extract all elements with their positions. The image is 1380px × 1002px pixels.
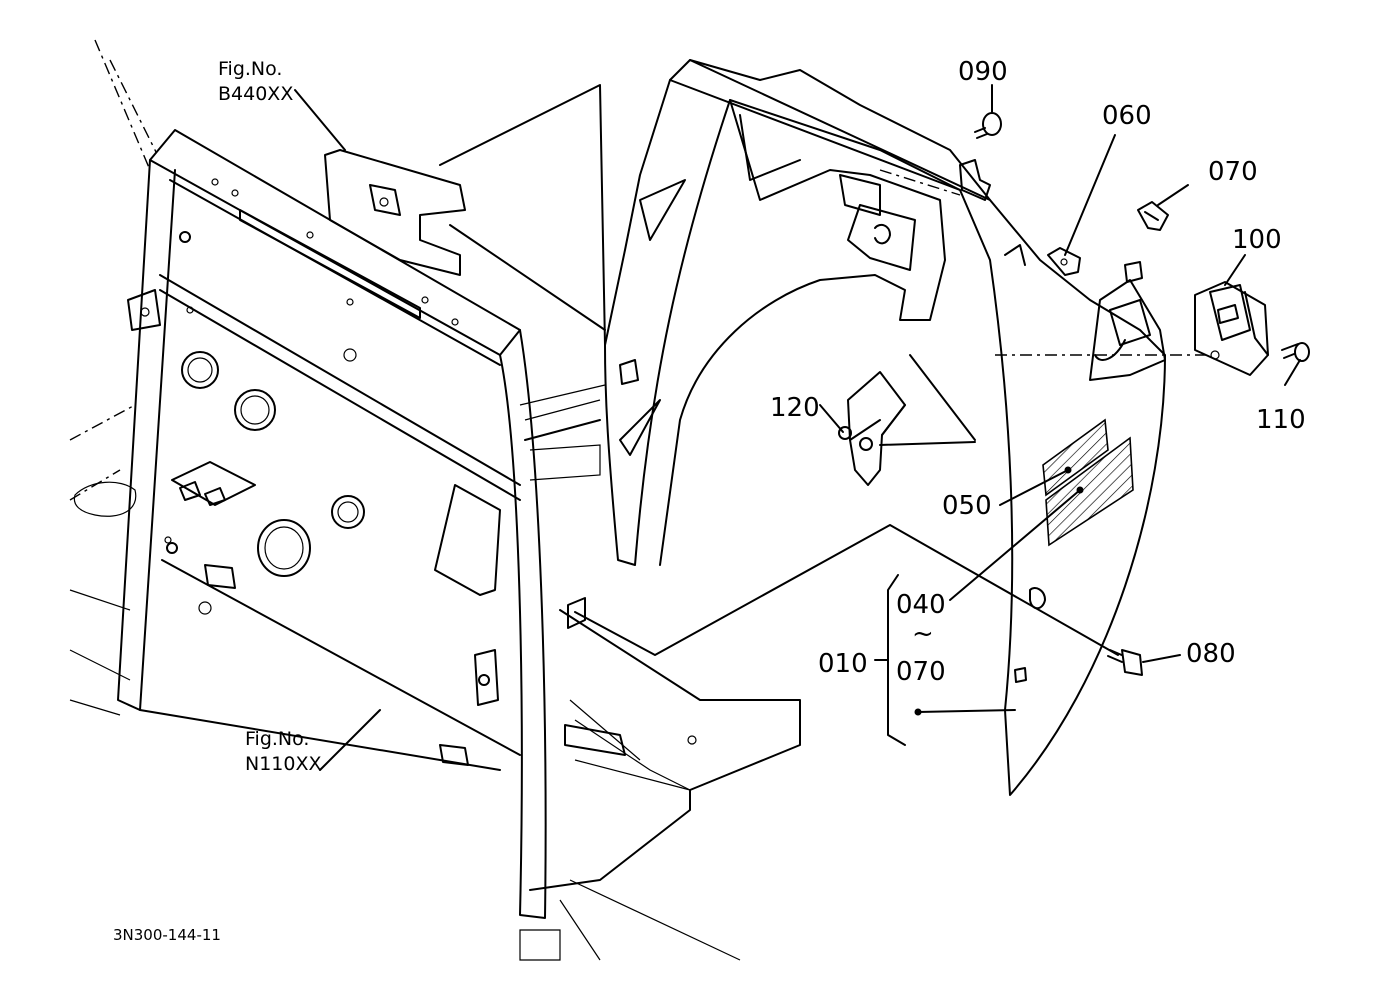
bolt-090 <box>974 112 1002 139</box>
nut-060 <box>1047 247 1081 276</box>
screw-110 <box>1281 342 1310 362</box>
front-cover <box>604 59 1215 796</box>
callout-070: 070 <box>1208 157 1258 187</box>
decal-label-lower <box>1045 436 1134 547</box>
callout-090: 090 <box>958 57 1008 87</box>
callout-060: 060 <box>1102 101 1152 131</box>
callout-050: 050 <box>942 491 992 521</box>
callout-040: 040 <box>896 590 946 620</box>
figure-ref-b440: Fig.No. B440XX <box>218 58 293 105</box>
figure-ref-b440-line2: B440XX <box>218 83 293 105</box>
figure-ref-n110: Fig.No. N110XX <box>245 728 322 775</box>
callout-110: 110 <box>1256 405 1306 435</box>
rear-panel <box>117 129 586 919</box>
decal-label-upper <box>1042 418 1109 497</box>
handle-100 <box>1194 281 1269 376</box>
drawing-code: 3N300-144-11 <box>113 926 221 944</box>
leader-lines <box>294 84 1301 771</box>
range-symbol: ~ <box>912 619 934 649</box>
callout-100: 100 <box>1232 225 1282 255</box>
chassis-frame <box>69 39 801 961</box>
callout-120: 120 <box>770 393 820 423</box>
callout-070-range: 070 <box>896 657 946 687</box>
figure-ref-n110-line2: N110XX <box>245 753 322 775</box>
callout-080: 080 <box>1186 639 1236 669</box>
decal-labels <box>1042 418 1134 547</box>
callout-010: 010 <box>818 649 868 679</box>
bolt-080 <box>1107 649 1143 676</box>
figure-ref-n110-line1: Fig.No. <box>245 728 309 750</box>
bracket-120 <box>838 371 976 486</box>
clip-070 <box>1137 201 1169 231</box>
figure-ref-b440-line1: Fig.No. <box>218 58 282 80</box>
